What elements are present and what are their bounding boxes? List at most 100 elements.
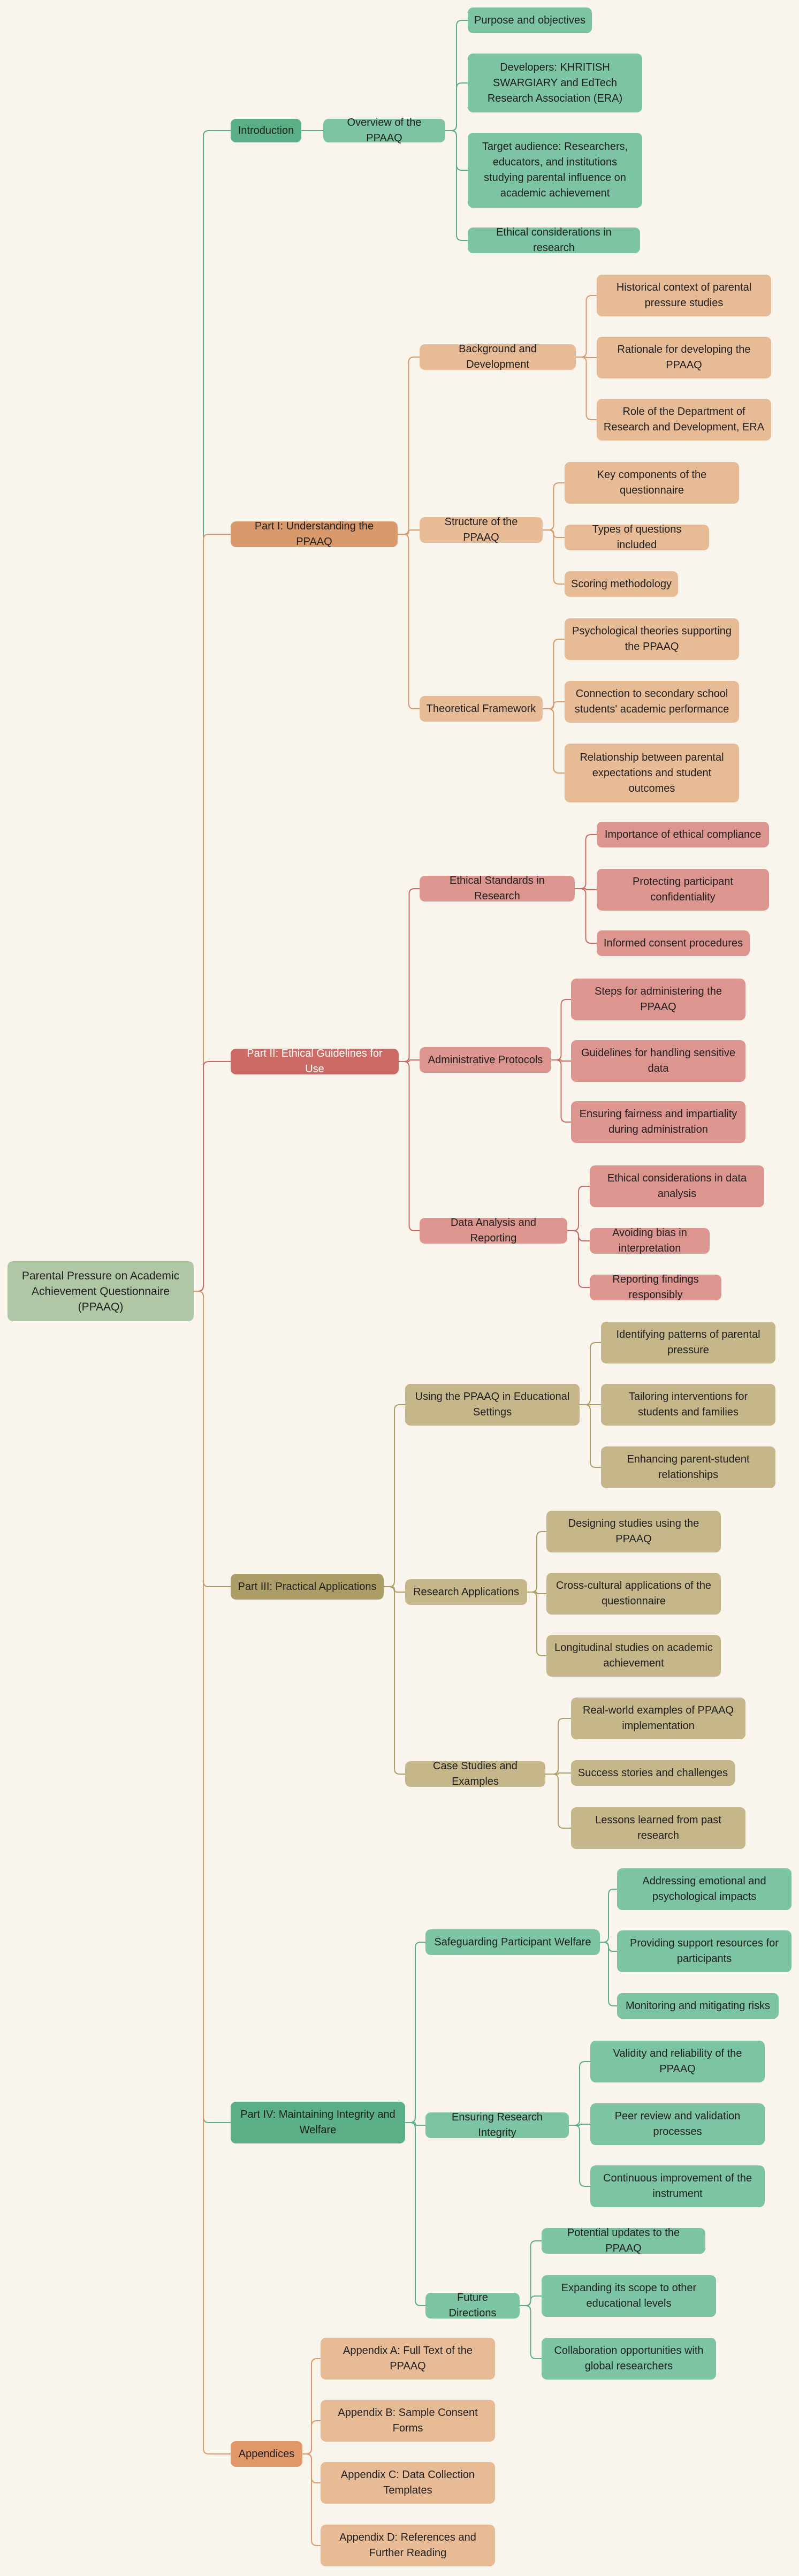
leaf-tailoring-interventions-for-students-and-familie[interactable]: Tailoring interventions for students and… bbox=[601, 1384, 775, 1426]
edge-appendix-d-references-and-further-reading bbox=[302, 2453, 321, 2546]
edge-background-and-development bbox=[398, 357, 420, 535]
leaf-reporting-findings-responsibly[interactable]: Reporting findings responsibly bbox=[590, 1274, 721, 1301]
leaf-enhancing-parent-student-relationships[interactable]: Enhancing parent-student relationships bbox=[601, 1446, 775, 1488]
topic-appendix-a-full-text-of-the-ppaaq[interactable]: Appendix A: Full Text of the PPAAQ bbox=[321, 2338, 495, 2380]
leaf-informed-consent-procedures[interactable]: Informed consent procedures bbox=[597, 930, 750, 956]
leaf-guidelines-for-handling-sensitive-data[interactable]: Guidelines for handling sensitive data bbox=[571, 1040, 745, 1082]
leaf-types-of-questions-included[interactable]: Types of questions included bbox=[565, 524, 709, 551]
edge-validity-and-reliability-of-the-ppaaq bbox=[569, 2061, 590, 2126]
edge-cross-cultural-applications-of-the-questionnaire bbox=[527, 1592, 546, 1594]
leaf-connection-to-secondary-school-students-academic[interactable]: Connection to secondary school students'… bbox=[565, 681, 739, 723]
topic-background-and-development[interactable]: Background and Development bbox=[420, 343, 576, 370]
edge-using-the-ppaaq-in-educational-settings bbox=[384, 1404, 405, 1587]
leaf-avoiding-bias-in-interpretation[interactable]: Avoiding bias in interpretation bbox=[590, 1227, 710, 1254]
edge-ethical-considerations-in-data-analysis bbox=[567, 1186, 590, 1231]
topic-future-directions[interactable]: Future Directions bbox=[425, 2292, 520, 2319]
edge-case-studies-and-examples bbox=[384, 1586, 405, 1775]
leaf-target-audience-researchers-educators-and-instit[interactable]: Target audience: Researchers, educators,… bbox=[468, 133, 642, 208]
edge-scoring-methodology bbox=[543, 529, 565, 585]
edge-relationship-between-parental-expectations-and-s bbox=[543, 708, 565, 774]
leaf-protecting-participant-confidentiality[interactable]: Protecting participant confidentiality bbox=[597, 869, 769, 911]
leaf-longitudinal-studies-on-academic-achievement[interactable]: Longitudinal studies on academic achieve… bbox=[546, 1635, 721, 1677]
leaf-purpose-and-objectives[interactable]: Purpose and objectives bbox=[468, 7, 592, 33]
leaf-lessons-learned-from-past-research[interactable]: Lessons learned from past research bbox=[571, 1807, 745, 1849]
leaf-role-of-the-department-of-research-and-developme[interactable]: Role of the Department of Research and D… bbox=[597, 399, 771, 441]
edge-future-directions bbox=[405, 2122, 425, 2306]
leaf-ensuring-fairness-and-impartiality-during-admini[interactable]: Ensuring fairness and impartiality durin… bbox=[571, 1101, 745, 1143]
section-appendices[interactable]: Appendices bbox=[231, 2441, 302, 2467]
leaf-real-world-examples-of-ppaaq-implementation[interactable]: Real-world examples of PPAAQ implementat… bbox=[571, 1698, 745, 1739]
leaf-success-stories-and-challenges[interactable]: Success stories and challenges bbox=[571, 1760, 735, 1786]
edge-psychological-theories-supporting-the-ppaaq bbox=[543, 639, 565, 709]
topic-administrative-protocols[interactable]: Administrative Protocols bbox=[420, 1047, 551, 1073]
leaf-cross-cultural-applications-of-the-questionnaire[interactable]: Cross-cultural applications of the quest… bbox=[546, 1573, 721, 1615]
edge-steps-for-administering-the-ppaaq bbox=[551, 999, 571, 1060]
edge-protecting-participant-confidentiality bbox=[575, 888, 597, 890]
edge-importance-of-ethical-compliance bbox=[575, 834, 597, 889]
leaf-key-components-of-the-questionnaire[interactable]: Key components of the questionnaire bbox=[565, 462, 739, 504]
leaf-developers-khritish-swargiary-and-edtech-researc[interactable]: Developers: KHRITISH SWARGIARY and EdTec… bbox=[468, 54, 642, 112]
leaf-relationship-between-parental-expectations-and-s[interactable]: Relationship between parental expectatio… bbox=[565, 744, 739, 802]
leaf-collaboration-opportunities-with-global-research[interactable]: Collaboration opportunities with global … bbox=[542, 2338, 716, 2380]
leaf-identifying-patterns-of-parental-pressure[interactable]: Identifying patterns of parental pressur… bbox=[601, 1322, 775, 1363]
leaf-psychological-theories-supporting-the-ppaaq[interactable]: Psychological theories supporting the PP… bbox=[565, 618, 739, 660]
leaf-historical-context-of-parental-pressure-studies[interactable]: Historical context of parental pressure … bbox=[597, 275, 771, 316]
leaf-ethical-considerations-in-data-analysis[interactable]: Ethical considerations in data analysis bbox=[590, 1165, 764, 1207]
leaf-scoring-methodology[interactable]: Scoring methodology bbox=[565, 571, 678, 597]
topic-overview-of-the-ppaaq[interactable]: Overview of the PPAAQ bbox=[323, 117, 445, 144]
leaf-expanding-its-scope-to-other-educational-levels[interactable]: Expanding its scope to other educational… bbox=[542, 2275, 716, 2317]
section-introduction[interactable]: Introduction bbox=[231, 119, 301, 142]
topic-appendix-b-sample-consent-forms[interactable]: Appendix B: Sample Consent Forms bbox=[321, 2400, 495, 2442]
leaf-ethical-considerations-in-research[interactable]: Ethical considerations in research bbox=[468, 226, 640, 254]
leaf-designing-studies-using-the-ppaaq[interactable]: Designing studies using the PPAAQ bbox=[546, 1511, 721, 1552]
edge-identifying-patterns-of-parental-pressure bbox=[580, 1342, 601, 1405]
edge-ethical-considerations-in-research bbox=[445, 130, 468, 241]
topic-appendix-c-data-collection-templates[interactable]: Appendix C: Data Collection Templates bbox=[321, 2462, 495, 2504]
edge-developers-khritish-swargiary-and-edtech-researc bbox=[445, 82, 468, 131]
topic-ethical-standards-in-research[interactable]: Ethical Standards in Research bbox=[420, 875, 575, 902]
edge-peer-review-and-validation-processes bbox=[569, 2124, 590, 2126]
edge-addressing-emotional-and-psychological-impacts bbox=[600, 1889, 617, 1943]
leaf-monitoring-and-mitigating-risks[interactable]: Monitoring and mitigating risks bbox=[617, 1993, 779, 2019]
root-node[interactable]: Parental Pressure on Academic Achievemen… bbox=[7, 1261, 194, 1321]
edge-informed-consent-procedures bbox=[575, 888, 597, 944]
topic-safeguarding-participant-welfare[interactable]: Safeguarding Participant Welfare bbox=[425, 1929, 600, 1955]
section-part-i-understanding-the-ppaaq[interactable]: Part I: Understanding the PPAAQ bbox=[231, 520, 398, 548]
topic-theoretical-framework[interactable]: Theoretical Framework bbox=[420, 696, 543, 722]
leaf-providing-support-resources-for-participants[interactable]: Providing support resources for particip… bbox=[617, 1930, 792, 1972]
edge-safeguarding-participant-welfare bbox=[405, 1942, 425, 2123]
section-part-iii-practical-applications[interactable]: Part III: Practical Applications bbox=[231, 1574, 384, 1600]
leaf-peer-review-and-validation-processes[interactable]: Peer review and validation processes bbox=[590, 2103, 765, 2145]
topic-case-studies-and-examples[interactable]: Case Studies and Examples bbox=[405, 1760, 545, 1787]
section-part-ii-ethical-guidelines-for-use[interactable]: Part II: Ethical Guidelines for Use bbox=[231, 1048, 399, 1075]
edge-reporting-findings-responsibly bbox=[567, 1230, 590, 1288]
topic-structure-of-the-ppaaq[interactable]: Structure of the PPAAQ bbox=[420, 516, 543, 543]
section-part-iv-maintaining-integrity-and-welfare[interactable]: Part IV: Maintaining Integrity and Welfa… bbox=[231, 2102, 405, 2143]
topic-research-applications[interactable]: Research Applications bbox=[405, 1579, 527, 1605]
topic-appendix-d-references-and-further-reading[interactable]: Appendix D: References and Further Readi… bbox=[321, 2525, 495, 2566]
edge-monitoring-and-mitigating-risks bbox=[600, 1942, 617, 2006]
edge-continuous-improvement-of-the-instrument bbox=[569, 2125, 590, 2187]
leaf-potential-updates-to-the-ppaaq[interactable]: Potential updates to the PPAAQ bbox=[542, 2227, 705, 2254]
edge-guidelines-for-handling-sensitive-data bbox=[551, 1059, 571, 1062]
edge-longitudinal-studies-on-academic-achievement bbox=[527, 1592, 546, 1656]
topic-ensuring-research-integrity[interactable]: Ensuring Research Integrity bbox=[425, 2111, 569, 2139]
leaf-validity-and-reliability-of-the-ppaaq[interactable]: Validity and reliability of the PPAAQ bbox=[590, 2041, 765, 2082]
leaf-continuous-improvement-of-the-instrument[interactable]: Continuous improvement of the instrument bbox=[590, 2165, 765, 2207]
edge-key-components-of-the-questionnaire bbox=[543, 482, 565, 531]
leaf-importance-of-ethical-compliance[interactable]: Importance of ethical compliance bbox=[597, 822, 769, 847]
edge-administrative-protocols bbox=[399, 1059, 420, 1062]
edge-root-to-part-ii-ethical-guidelines-for-use bbox=[194, 1061, 231, 1292]
edge-root-to-part-iii-practical-applications bbox=[194, 1291, 231, 1587]
edge-structure-of-the-ppaaq bbox=[398, 529, 420, 535]
leaf-steps-for-administering-the-ppaaq[interactable]: Steps for administering the PPAAQ bbox=[571, 979, 745, 1020]
topic-using-the-ppaaq-in-educational-settings[interactable]: Using the PPAAQ in Educational Settings bbox=[405, 1384, 580, 1426]
leaf-rationale-for-developing-the-ppaaq[interactable]: Rationale for developing the PPAAQ bbox=[597, 337, 771, 378]
edge-theoretical-framework bbox=[398, 534, 420, 709]
edge-rationale-for-developing-the-ppaaq bbox=[576, 357, 597, 358]
topic-data-analysis-and-reporting[interactable]: Data Analysis and Reporting bbox=[420, 1217, 567, 1244]
edge-collaboration-opportunities-with-global-research bbox=[520, 2305, 542, 2359]
leaf-addressing-emotional-and-psychological-impacts[interactable]: Addressing emotional and psychological i… bbox=[617, 1868, 792, 1910]
